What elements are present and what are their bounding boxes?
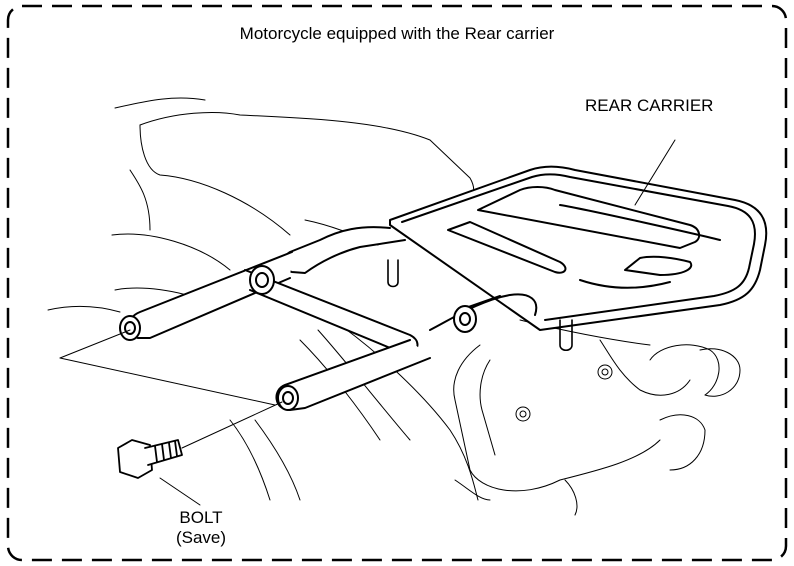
carrier-plate [389,165,768,331]
diagram-caption: Motorcycle equipped with the Rear carrie… [239,24,555,43]
motorcycle-body [47,97,741,516]
mounting-lugs [119,265,477,411]
rear-carrier-label: REAR CARRIER [585,96,714,115]
bolt-icon [117,439,183,479]
bolt-note: (Save) [175,528,227,547]
bolt-label: BOLT [179,508,223,527]
bolt-label-group: BOLT (Save) [166,508,236,548]
mounting-pins [387,259,573,352]
leader-lines [59,139,676,506]
